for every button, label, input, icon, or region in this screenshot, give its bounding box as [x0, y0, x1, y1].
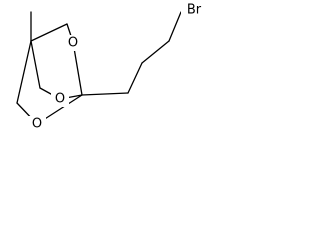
bond-lines	[16, 11, 182, 125]
atom-label-oxygen-middle: O	[55, 92, 65, 107]
atom-labels: O O O Br	[28, 2, 208, 132]
bond-bridgehead-lower-ch2	[16, 40, 32, 104]
bond-bridgehead-middle-ch2	[30, 40, 41, 89]
bond-chain-3	[141, 40, 170, 64]
bond-chain-bromine	[168, 11, 182, 42]
atom-label-bromine: Br	[187, 3, 202, 18]
bond-bridgehead-upper-ch2	[30, 23, 68, 42]
atom-label-oxygen-upper: O	[68, 36, 78, 51]
bond-chain-2	[127, 62, 143, 94]
bond-chain-1	[81, 92, 129, 96]
atom-label-oxygen-lower: O	[32, 117, 42, 132]
structure-diagram: O O O Br	[16, 2, 208, 132]
